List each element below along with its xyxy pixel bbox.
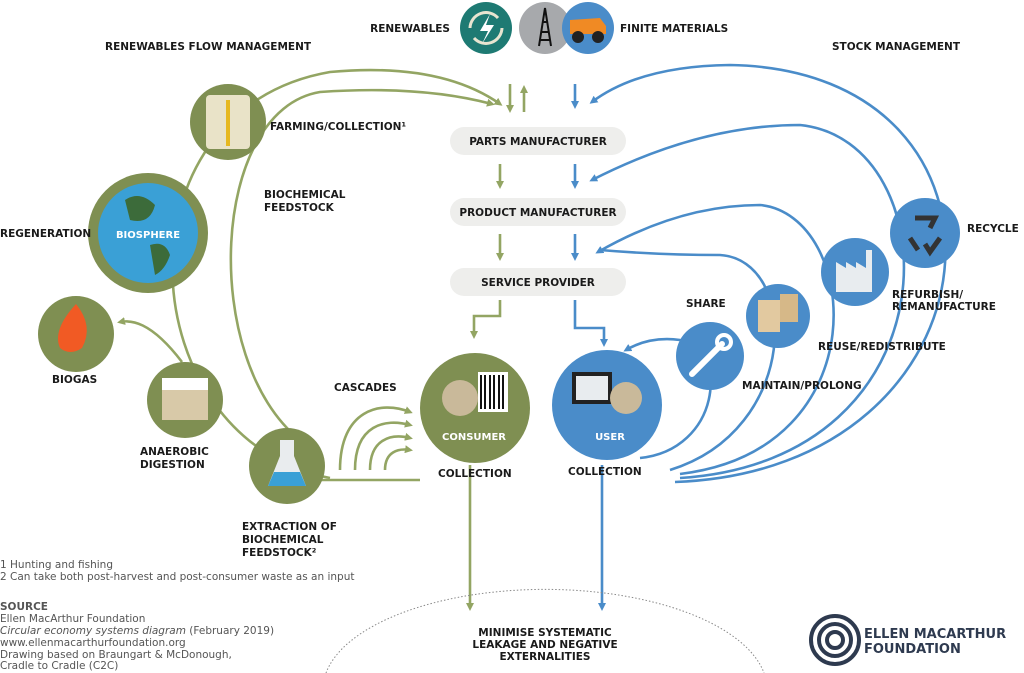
extraction-label-1: EXTRACTION OF <box>242 521 337 533</box>
recycle-label: RECYCLE <box>967 223 1019 235</box>
technical-cycle-arrows <box>571 63 947 611</box>
leakage-label-3: EXTERNALITIES <box>499 651 590 663</box>
refurbish-label-2: REMANUFACTURE <box>892 301 996 313</box>
cascades-label: CASCADES <box>334 382 397 394</box>
parts-manufacturer: PARTS MANUFACTURER <box>450 127 626 155</box>
biogas-icon <box>38 296 114 372</box>
source-url: www.ellenmacarthurfoundation.org <box>0 637 186 649</box>
factory-icon <box>821 238 889 306</box>
biosphere-icon: BIOSPHERE <box>88 173 208 293</box>
credit-1: Drawing based on Braungart & McDonough, <box>0 649 232 661</box>
farming-label: FARMING/COLLECTION¹ <box>270 121 406 133</box>
svg-text:BIOSPHERE: BIOSPHERE <box>116 230 180 241</box>
farming-icon <box>190 84 266 160</box>
source-title-line: Circular economy systems diagram (Februa… <box>0 625 274 637</box>
footnote-1: 1 Hunting and fishing <box>0 559 113 571</box>
renewables-flow-label: RENEWABLES FLOW MANAGEMENT <box>105 41 312 53</box>
foundation-logo: ELLEN MACARTHUR FOUNDATION <box>809 614 1006 666</box>
svg-text:PRODUCT MANUFACTURER: PRODUCT MANUFACTURER <box>459 207 616 219</box>
stock-management-label: STOCK MANAGEMENT <box>832 41 961 53</box>
recycle-icon <box>890 198 960 268</box>
leakage-label-2: LEAKAGE AND NEGATIVE <box>472 639 617 651</box>
logo-text-2: FOUNDATION <box>864 642 961 657</box>
footnote-2: 2 Can take both post-harvest and post-co… <box>0 571 354 583</box>
service-provider: SERVICE PROVIDER <box>450 268 626 296</box>
svg-text:USER: USER <box>595 432 625 443</box>
extraction-label-2: BIOCHEMICAL <box>242 534 324 546</box>
wrench-icon <box>676 322 744 390</box>
source-org: Ellen MacArthur Foundation <box>0 613 145 625</box>
product-manufacturer: PRODUCT MANUFACTURER <box>450 198 626 226</box>
source-heading: SOURCE <box>0 601 48 613</box>
user-icon: USER <box>552 350 662 460</box>
biogas-label: BIOGAS <box>52 374 97 386</box>
anaerobic-label-2: DIGESTION <box>140 459 205 471</box>
finite-materials-label: FINITE MATERIALS <box>620 23 728 35</box>
anaerobic-digestion-icon <box>147 362 223 438</box>
user-collection-label: COLLECTION <box>568 466 642 478</box>
svg-text:PARTS MANUFACTURER: PARTS MANUFACTURER <box>469 136 607 148</box>
logo-text-1: ELLEN MACARTHUR <box>864 627 1006 642</box>
regeneration-label: REGENERATION <box>0 228 91 240</box>
consumer-collection-label: COLLECTION <box>438 468 512 480</box>
consumer-icon: CONSUMER <box>420 353 530 463</box>
feedstock-label-2: FEEDSTOCK <box>264 202 335 214</box>
mining-truck-icon <box>562 2 614 54</box>
renewable-energy-icon <box>460 2 512 54</box>
refurbish-label-1: REFURBISH/ <box>892 289 963 301</box>
oil-derrick-icon <box>519 2 571 54</box>
reuse-label: REUSE/REDISTRIBUTE <box>818 341 946 353</box>
leakage-label-1: MINIMISE SYSTEMATIC <box>478 627 612 639</box>
extraction-label-3: FEEDSTOCK² <box>242 547 317 559</box>
maintain-label: MAINTAIN/PROLONG <box>742 380 862 392</box>
feedstock-label-1: BIOCHEMICAL <box>264 189 346 201</box>
renewables-label: RENEWABLES <box>370 23 450 35</box>
leakage-boundary <box>325 588 765 673</box>
credit-2: Cradle to Cradle (C2C) <box>0 660 118 672</box>
extraction-icon <box>249 428 325 504</box>
share-label: SHARE <box>686 298 726 310</box>
boxes-icon <box>746 284 810 348</box>
anaerobic-label-1: ANAEROBIC <box>140 446 209 458</box>
svg-text:SERVICE PROVIDER: SERVICE PROVIDER <box>481 277 595 289</box>
svg-text:CONSUMER: CONSUMER <box>442 432 506 443</box>
